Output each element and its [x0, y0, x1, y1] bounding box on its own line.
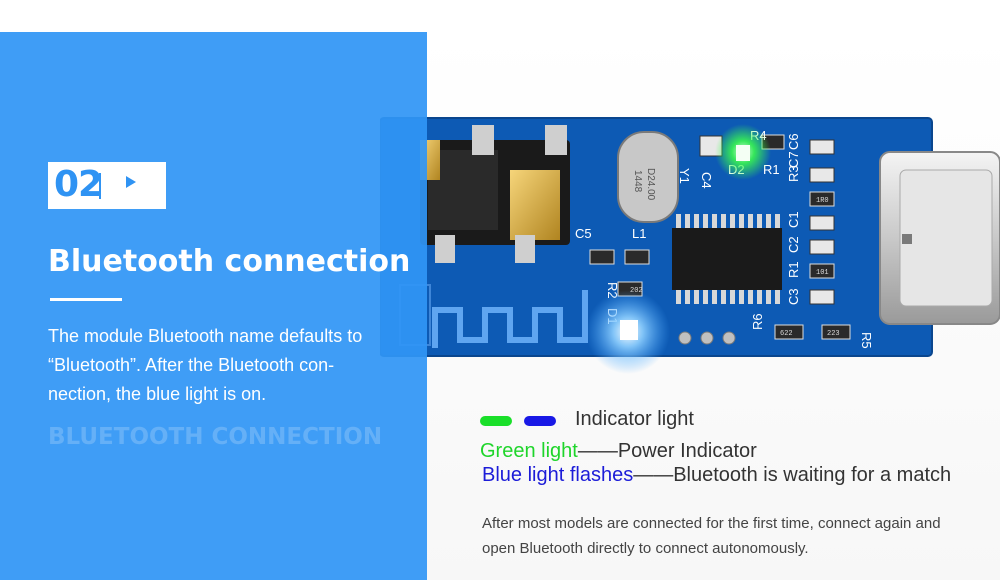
section-description: The module Bluetooth name defaults to “B…: [48, 322, 388, 409]
svg-text:C7: C7: [786, 151, 801, 168]
step-separator: [99, 173, 101, 199]
connection-note: After most models are connected for the …: [482, 511, 982, 561]
info-panel: [0, 32, 427, 580]
crystal-sublabel: 1448: [632, 170, 643, 193]
pcb-board-image: D24.00 1448: [379, 110, 1000, 375]
svg-text:622: 622: [780, 330, 793, 338]
row-dash: ——: [633, 464, 674, 486]
indicator-row-blue: Blue light flashes——Bluetooth is waiting…: [482, 464, 951, 487]
play-arrow-icon: [126, 176, 136, 188]
heading-underline: [50, 298, 122, 301]
svg-text:C4: C4: [699, 172, 714, 189]
svg-text:C2: C2: [786, 236, 801, 253]
indicator-row-green: Green light——Power Indicator: [480, 440, 757, 463]
svg-text:R3: R3: [786, 165, 801, 182]
svg-text:R6: R6: [750, 313, 765, 330]
row-dash: ——: [577, 440, 618, 462]
passive-components: [589, 134, 851, 340]
section-heading: Bluetooth connection: [48, 244, 411, 279]
svg-text:R1: R1: [786, 261, 801, 278]
svg-text:L1: L1: [632, 226, 646, 241]
step-number: 02: [54, 164, 103, 205]
description-line: “Bluetooth”. After the Bluetooth con-: [48, 355, 335, 375]
green-light-meaning: Power Indicator: [617, 440, 757, 462]
blue-light-swatch: [524, 416, 556, 426]
indicator-legend-label: Indicator light: [575, 408, 694, 430]
svg-text:R5: R5: [859, 332, 874, 349]
svg-text:223: 223: [827, 330, 840, 338]
description-line: The module Bluetooth name defaults to: [48, 326, 363, 346]
main-ic-chip: [672, 228, 782, 290]
crystal-oscillator: [617, 131, 679, 223]
antenna-trace: [432, 290, 588, 348]
svg-text:Y1: Y1: [677, 168, 692, 184]
blue-light-meaning: Bluetooth is waiting for a match: [673, 464, 952, 486]
step-indicator: 02: [48, 162, 166, 209]
svg-text:C1: C1: [786, 211, 801, 228]
description-line: nection, the blue light is on.: [48, 384, 267, 404]
blue-light-label: Blue light flashes: [482, 464, 634, 486]
svg-text:101: 101: [816, 269, 829, 277]
green-light-label: Green light: [480, 440, 578, 462]
svg-text:1R0: 1R0: [816, 197, 829, 205]
green-light-swatch: [480, 416, 512, 426]
note-line: After most models are connected for the …: [482, 515, 941, 532]
ghost-title: BLUETOOTH CONNECTION: [48, 424, 383, 450]
note-line: open Bluetooth directly to connect auton…: [482, 540, 809, 557]
svg-text:C5: C5: [575, 226, 592, 241]
svg-text:C6: C6: [786, 133, 801, 150]
svg-text:C3: C3: [786, 288, 801, 305]
ic-pins: [676, 214, 780, 304]
pcb-board-illustration: D24.00 1448: [379, 117, 1000, 374]
crystal-label: D24.00: [645, 168, 656, 201]
